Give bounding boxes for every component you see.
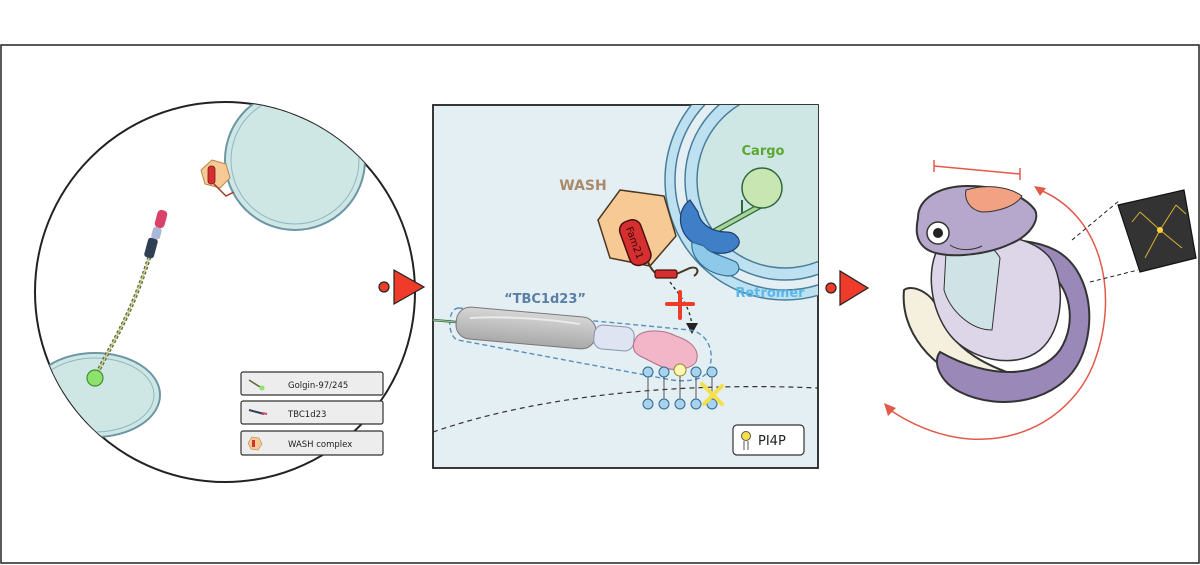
embryo-pupil xyxy=(933,228,943,238)
tbc-c-terminal-domain xyxy=(632,330,698,370)
retromer-dark xyxy=(679,199,740,254)
arrow-1 xyxy=(378,268,426,306)
inset-zoom-line-top xyxy=(1071,199,1121,241)
inhibition-cross-icon xyxy=(665,290,695,320)
body-length-arc xyxy=(889,189,1107,440)
arrow-head xyxy=(393,268,426,306)
tbc-segment-dark xyxy=(144,237,158,259)
arrow-head xyxy=(839,269,870,307)
pi4p-icon-tails xyxy=(743,441,749,450)
tbc-label: “TBC1d23” xyxy=(504,292,586,307)
head-size-bar xyxy=(933,165,1021,175)
figure-border xyxy=(0,44,1200,564)
panel-golgi-zoom: Golgin-97/245 TBC1d23 WASH complex xyxy=(34,101,416,483)
legend-box xyxy=(240,371,384,396)
fam21-group: Fam21 xyxy=(618,219,652,267)
legend-box xyxy=(240,400,384,425)
neuron-inset xyxy=(1117,189,1197,273)
tbc-linker-domain xyxy=(593,324,635,352)
pi4p-legend: PI4P xyxy=(732,424,805,456)
fam21-domain xyxy=(618,219,652,267)
neuron-soma xyxy=(1157,227,1163,233)
yellow-cross-icon xyxy=(700,382,724,406)
fam21-small xyxy=(207,165,216,185)
tbc-segment-light xyxy=(151,226,162,240)
legend-icon-golgin xyxy=(248,379,261,388)
vesicle-top xyxy=(224,102,366,231)
legend-item-golgin: Golgin-97/245 xyxy=(240,371,384,396)
tbc-segment-pink xyxy=(154,209,168,229)
panel-mechanism: Cargo Retromer WASH Fam21 “TBC1d23” xyxy=(432,104,819,469)
panel-embryo xyxy=(884,160,1197,440)
inset-zoom-line-bottom xyxy=(1089,269,1139,283)
wash-label: WASH xyxy=(559,178,606,194)
fam21-motif xyxy=(654,269,678,279)
fam21-tail xyxy=(647,261,699,278)
legend-icon-tbc xyxy=(248,409,265,415)
legend-label: WASH complex xyxy=(288,440,352,450)
embryo-jaw-line xyxy=(949,244,983,251)
retromer-light xyxy=(691,241,740,277)
golgin-anchor xyxy=(86,369,104,387)
embryo-brain xyxy=(965,186,1023,213)
body-length-arrow-tail xyxy=(1034,186,1046,196)
arrow-dot xyxy=(825,282,837,294)
tbc-domain-highlight xyxy=(469,316,581,325)
golgin-coil-highlight xyxy=(94,254,151,379)
arrow-2 xyxy=(825,269,870,307)
pi4p-legend-box xyxy=(732,424,805,456)
legend-label: Golgin-97/245 xyxy=(288,381,348,391)
legend-icon-golgin-dot xyxy=(259,385,265,391)
pi4p-headgroup xyxy=(673,363,687,377)
arrow-dot xyxy=(378,281,390,293)
legend: Golgin-97/245 TBC1d23 WASH complex xyxy=(240,371,384,456)
cargo-protein xyxy=(741,167,783,209)
body-length-arrow-head xyxy=(884,403,896,416)
retromer-label: Retromer xyxy=(735,286,805,301)
lipid-bilayer xyxy=(642,363,718,410)
binding-arrow-dashed xyxy=(669,281,693,327)
golgi-membrane-dashed xyxy=(433,385,818,433)
head-size-bar-ends xyxy=(933,160,1021,180)
legend-icon-tbc-tip xyxy=(261,412,268,415)
legend-item-tbc: TBC1d23 xyxy=(240,400,384,425)
pi4p-label: PI4P xyxy=(758,434,786,449)
cargo-label: Cargo xyxy=(742,144,785,159)
binding-arrow-head xyxy=(686,323,698,334)
pi4p-icon xyxy=(741,431,751,441)
legend-item-wash: WASH complex xyxy=(240,430,384,456)
golgin-tether-highlight xyxy=(432,319,457,323)
neuron-branches xyxy=(1131,204,1187,259)
legend-box xyxy=(240,430,384,456)
legend-icon-fam21 xyxy=(252,440,255,447)
vesicle-top-inner xyxy=(230,102,360,225)
wash-tail-small xyxy=(213,183,235,197)
legend-label: TBC1d23 xyxy=(287,410,326,420)
